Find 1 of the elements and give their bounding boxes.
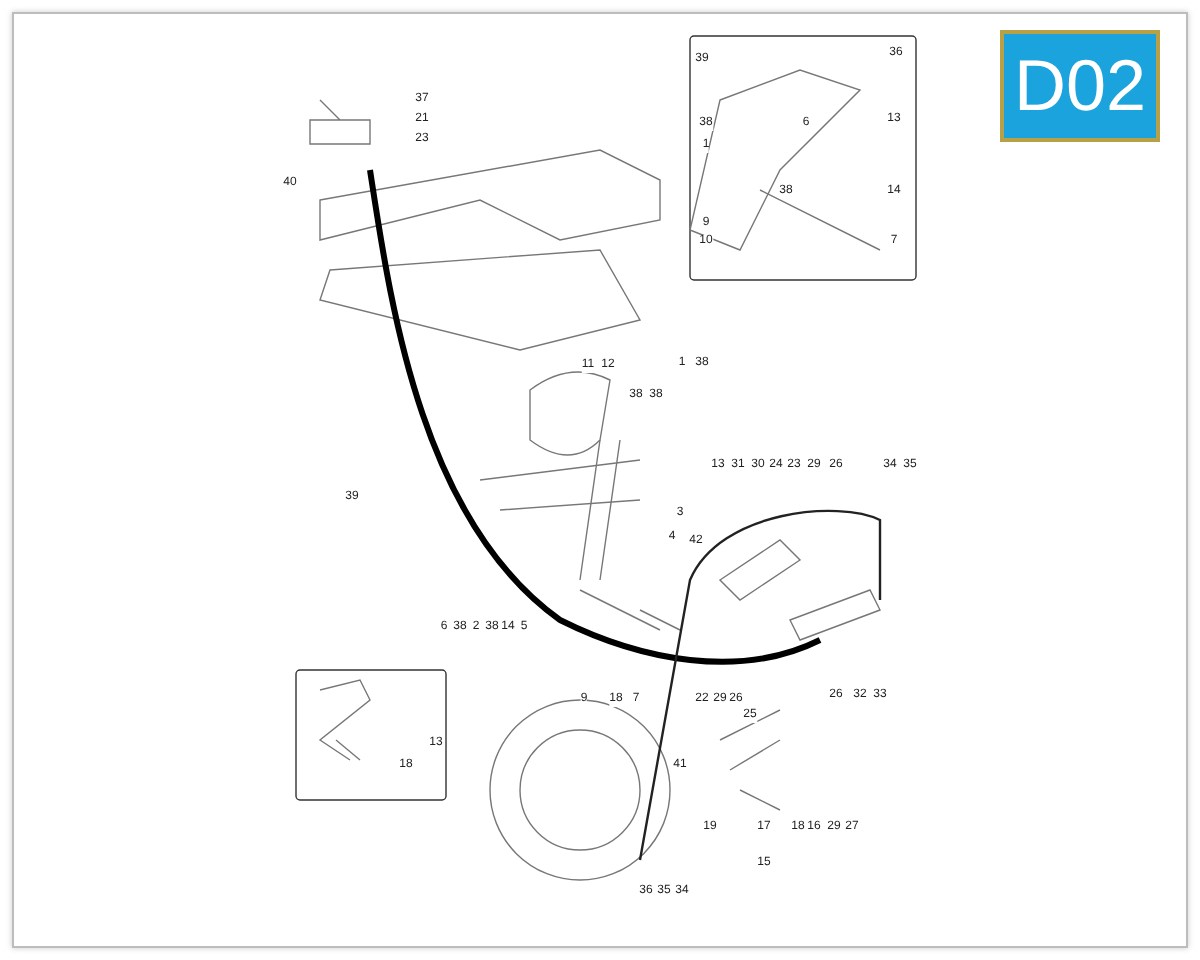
page-code-badge: D02 bbox=[1000, 30, 1160, 142]
